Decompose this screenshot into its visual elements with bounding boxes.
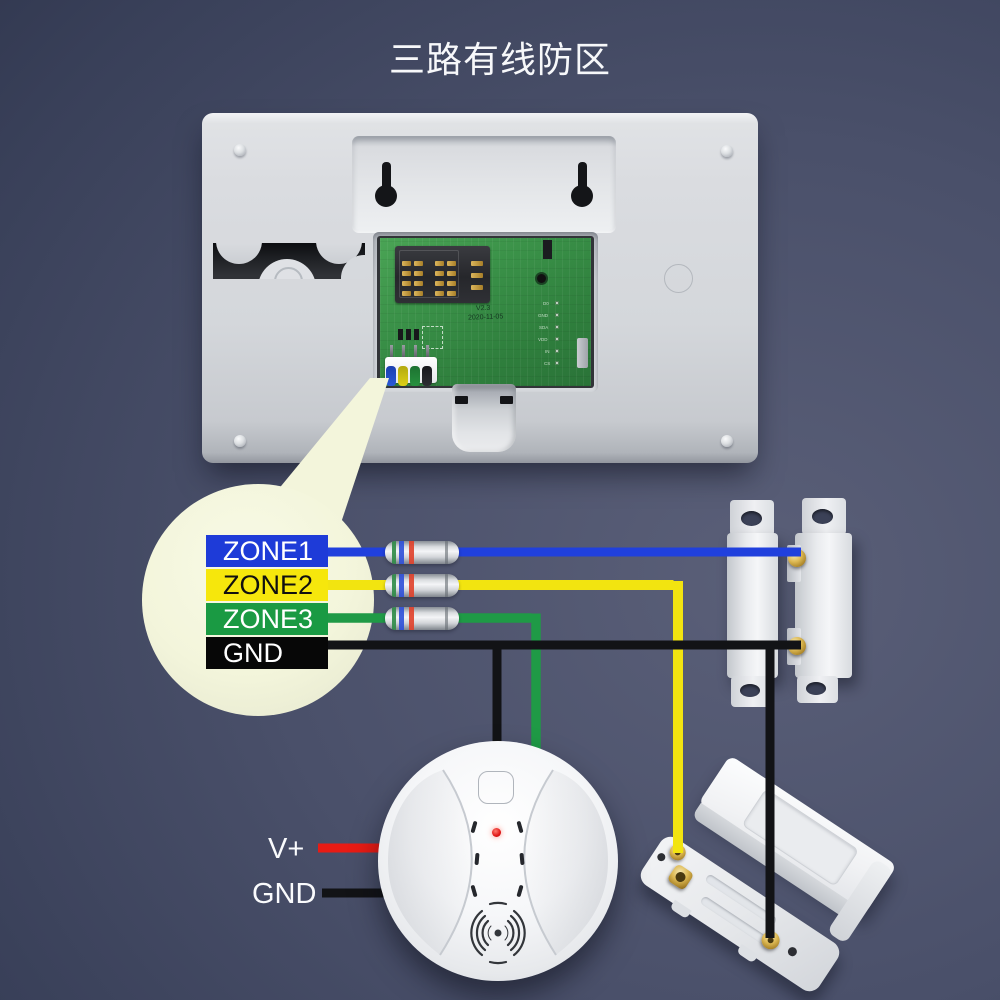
test-button xyxy=(478,771,514,804)
zone2-label: ZONE2 xyxy=(206,569,328,601)
pcb-connector xyxy=(577,338,588,368)
keyhole-slot xyxy=(571,162,594,207)
cable-notch-strip xyxy=(213,243,365,279)
pcb-version: V2.3 xyxy=(475,304,491,313)
keyhole-slot xyxy=(375,162,398,207)
terminal-wire-blue xyxy=(386,366,396,386)
panel-stud xyxy=(234,435,246,447)
mounting-recess xyxy=(352,136,616,233)
speaker-icon xyxy=(470,901,526,965)
pcb-date: 2020-11-05 xyxy=(467,313,504,322)
page-title: 三路有线防区 xyxy=(388,39,611,80)
terminal-screw xyxy=(666,841,689,864)
vplus-label: V+ xyxy=(268,833,305,865)
zone3-label: ZONE3 xyxy=(206,603,328,635)
pcb-chip xyxy=(543,240,552,259)
led-indicator xyxy=(492,828,501,837)
panel-circle-mark xyxy=(664,264,693,293)
panel-stud xyxy=(721,435,733,447)
eol-resistor-zone3 xyxy=(385,607,459,630)
terminal-screw xyxy=(758,927,784,953)
terminal-screw xyxy=(666,863,695,891)
gnd-power-label: GND xyxy=(252,878,317,910)
terminal-wire-green xyxy=(410,366,420,386)
gnd-label: GND xyxy=(206,637,328,669)
pcb-dashed-box xyxy=(422,326,443,349)
panel-stud xyxy=(234,144,246,156)
bottom-latch xyxy=(452,384,516,452)
smoke-detector xyxy=(378,741,618,981)
panel-stud xyxy=(721,145,733,157)
alarm-panel-back: V2.3 2020-11-05 D0 GND SDA VDD IN CS xyxy=(202,113,758,463)
terminal-screw xyxy=(788,549,806,567)
eol-resistor-zone2 xyxy=(385,574,459,597)
circuit-board: V2.3 2020-11-05 D0 GND SDA VDD IN CS xyxy=(380,238,591,386)
zone1-label: ZONE1 xyxy=(206,535,328,567)
sim-card-slot xyxy=(395,246,490,303)
pcb-mic xyxy=(537,274,546,283)
terminal-wire-black xyxy=(422,366,432,386)
pcb-opening: V2.3 2020-11-05 D0 GND SDA VDD IN CS xyxy=(373,232,598,392)
terminal-screw xyxy=(788,637,806,655)
terminal-wire-yellow xyxy=(398,366,408,386)
eol-resistor-zone1 xyxy=(385,541,459,564)
